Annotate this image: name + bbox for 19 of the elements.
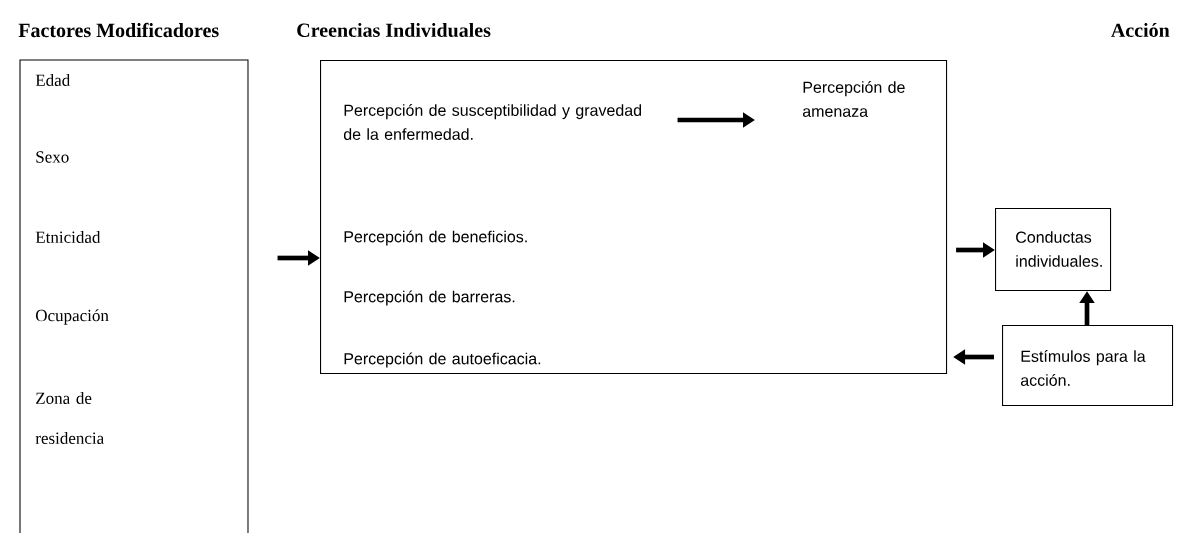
label-text: Percepción de susceptibilidad y gravedad de la enfermedad. (343, 104, 641, 140)
box-text: Conductas individuales. (1016, 231, 1102, 267)
column-heading: Acción (1111, 22, 1170, 38)
box-text: Percepción de beneficios. (344, 230, 527, 246)
list-item: Ocupación (35, 309, 109, 325)
text-box (995, 208, 1112, 292)
text-box (320, 60, 948, 375)
list-box (19, 59, 249, 533)
column-heading: Factores Modificadores (18, 22, 219, 38)
box-text: Percepción de barreras. (344, 290, 515, 306)
box-text: Percepción de autoeficacia. (344, 352, 541, 368)
box-text: Estímulos para la acción. (1020, 350, 1146, 386)
list-item: Zona de residencia (35, 392, 104, 444)
list-item: Sexo (36, 151, 69, 163)
text-box (1002, 325, 1174, 407)
list-item: Etnicidad (35, 231, 101, 243)
list-item: Edad (35, 74, 70, 86)
column-heading: Creencias Individuales (297, 22, 491, 38)
label-text: Percepción de amenaza (802, 81, 905, 117)
